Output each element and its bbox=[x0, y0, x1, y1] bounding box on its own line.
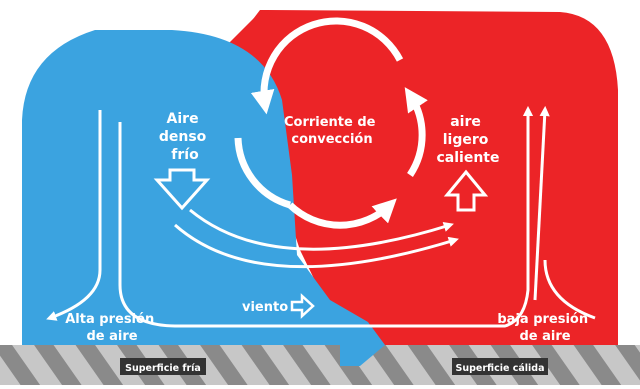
hollow-down-arrow-icon bbox=[153, 168, 211, 211]
left-inner-curve bbox=[118, 105, 534, 328]
label-viento: viento bbox=[242, 300, 288, 315]
svg-text:Superficie fría: Superficie fría bbox=[125, 363, 201, 374]
label-alta-presion: Alta presión de aire bbox=[65, 312, 158, 344]
right-outer-curve bbox=[543, 259, 596, 320]
surface-cold-label: Superficie fría bbox=[120, 358, 206, 375]
middle-curve-2 bbox=[174, 223, 459, 269]
right-rising-curve bbox=[533, 105, 550, 301]
left-outer-curve bbox=[46, 110, 102, 321]
hollow-up-arrow-icon bbox=[443, 169, 489, 212]
label-aire-denso-frio: Aire denso frío bbox=[159, 111, 211, 163]
label-aire-ligero-caliente: aire ligero caliente bbox=[437, 114, 500, 166]
ground-wind-arrowhead bbox=[340, 345, 385, 366]
middle-curve-1 bbox=[189, 208, 454, 251]
warm-air-mass bbox=[228, 10, 618, 345]
hollow-right-arrow-icon bbox=[290, 293, 315, 319]
label-baja-presion: baja presión de aire bbox=[497, 312, 592, 344]
circular-arrows-icon bbox=[234, 17, 428, 229]
svg-text:Superficie cálida: Superficie cálida bbox=[456, 363, 545, 374]
label-corriente-conveccion: Corriente de convección bbox=[284, 115, 380, 147]
surface-warm-label: Superficie cálida bbox=[452, 358, 548, 375]
